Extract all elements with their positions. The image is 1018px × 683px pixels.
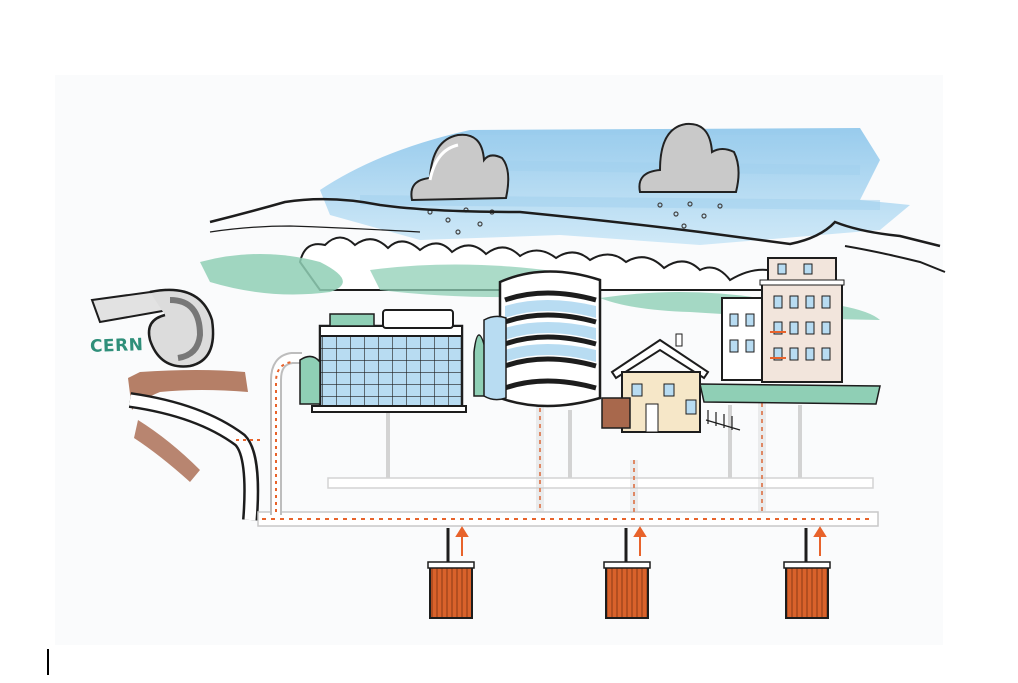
grass [200,254,343,295]
chalet-house [601,333,741,433]
mountain-ridge [209,197,941,248]
heat-network [257,352,879,527]
tunnel-ground [128,370,248,410]
heat-storage-unit [603,528,651,619]
heat-storage-unit [783,528,831,619]
cern-label: CERN [89,335,144,357]
cern-sculpture [90,288,215,368]
apartment-buildings [699,257,881,405]
office-tower [483,270,602,408]
cloud-icon [410,133,510,202]
text-cursor [47,649,49,675]
cloud-icon [638,122,740,193]
heat-storage-unit [427,528,475,619]
data-centre-building [299,309,467,413]
arrow-up-icon [455,526,827,556]
